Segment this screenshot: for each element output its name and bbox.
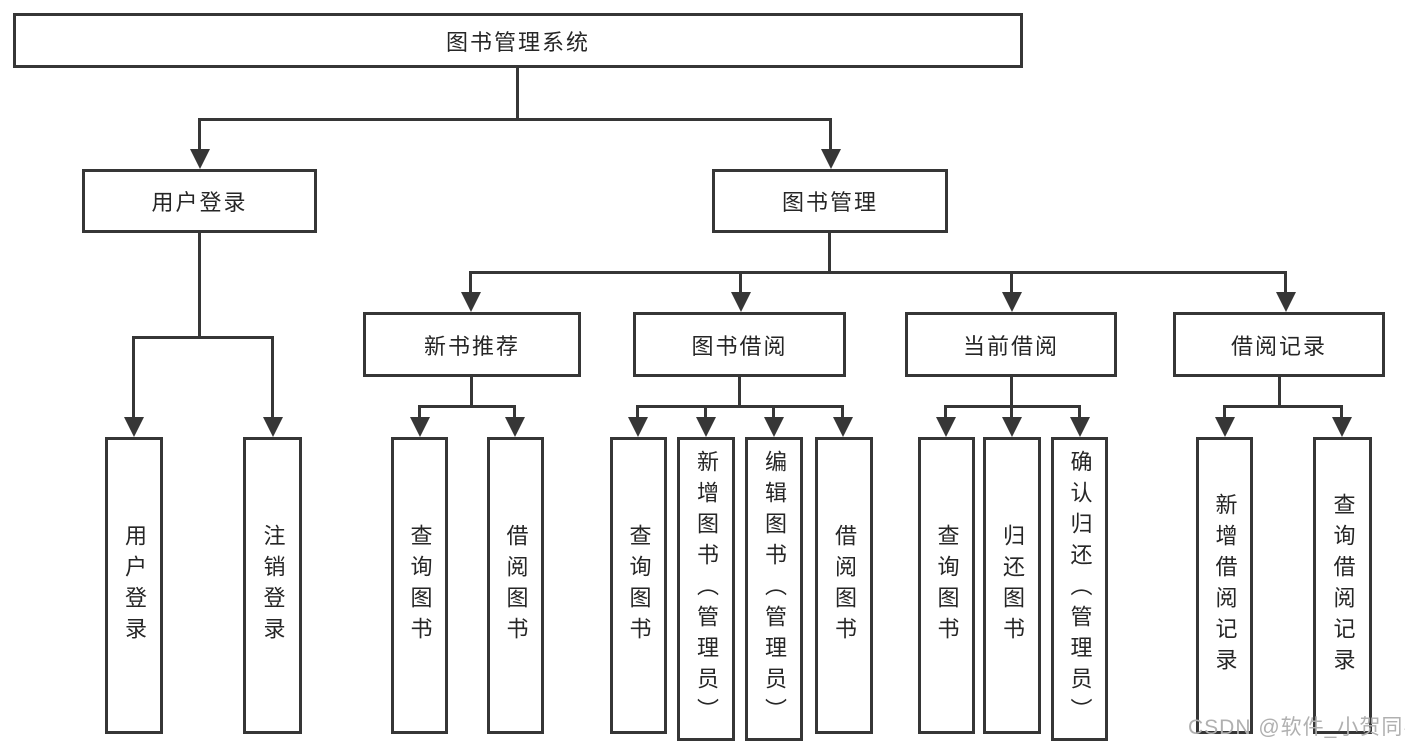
line-segment bbox=[132, 336, 135, 417]
line-segment bbox=[469, 271, 472, 292]
line-segment bbox=[738, 377, 741, 405]
line-segment bbox=[944, 405, 947, 417]
arrow-down-icon bbox=[628, 417, 648, 437]
arrow-down-icon bbox=[124, 417, 144, 437]
leaf-borrow-books-recommend: 借阅图书 bbox=[487, 437, 544, 734]
line-segment bbox=[418, 405, 516, 408]
node-library-management-system: 图书管理系统 bbox=[13, 13, 1023, 68]
node-book-borrowing: 图书借阅 bbox=[633, 312, 846, 377]
arrow-down-icon bbox=[1276, 292, 1296, 312]
leaf-add-borrow-record: 新增借阅记录 bbox=[1196, 437, 1253, 734]
leaf-edit-book-admin: 编辑图书（管理员） bbox=[745, 437, 803, 741]
line-segment bbox=[636, 405, 639, 417]
arrow-down-icon bbox=[1215, 417, 1235, 437]
arrow-down-icon bbox=[936, 417, 956, 437]
node-new-book-recommend: 新书推荐 bbox=[363, 312, 581, 377]
line-segment bbox=[469, 271, 1287, 274]
line-segment bbox=[1340, 405, 1343, 417]
arrow-down-icon bbox=[696, 417, 716, 437]
line-segment bbox=[513, 405, 516, 417]
line-segment bbox=[1284, 271, 1287, 292]
arrow-down-icon bbox=[1002, 292, 1022, 312]
arrow-down-icon bbox=[1002, 417, 1022, 437]
leaf-add-book-admin: 新增图书（管理员） bbox=[677, 437, 735, 741]
line-segment bbox=[1010, 377, 1013, 405]
leaf-logout: 注销登录 bbox=[243, 437, 302, 734]
arrow-down-icon bbox=[263, 417, 283, 437]
line-segment bbox=[1223, 405, 1226, 417]
line-segment bbox=[704, 405, 707, 417]
line-segment bbox=[1223, 405, 1343, 408]
line-segment bbox=[470, 377, 473, 405]
line-segment bbox=[1010, 405, 1013, 417]
arrow-down-icon bbox=[764, 417, 784, 437]
leaf-query-books-recommend: 查询图书 bbox=[391, 437, 448, 734]
line-segment bbox=[828, 233, 831, 271]
line-segment bbox=[1010, 271, 1013, 292]
leaf-confirm-return-admin: 确认归还（管理员） bbox=[1051, 437, 1108, 741]
watermark: CSDN @软件_小贺同学 bbox=[1188, 716, 1405, 739]
line-segment bbox=[418, 405, 421, 417]
line-segment bbox=[1278, 377, 1281, 405]
arrow-down-icon bbox=[821, 149, 841, 169]
line-segment bbox=[198, 118, 832, 121]
leaf-query-books-current: 查询图书 bbox=[918, 437, 975, 734]
line-segment bbox=[636, 405, 844, 408]
line-segment bbox=[198, 233, 201, 336]
arrow-down-icon bbox=[1070, 417, 1090, 437]
arrow-down-icon bbox=[410, 417, 430, 437]
line-segment bbox=[772, 405, 775, 417]
node-borrowing-records: 借阅记录 bbox=[1173, 312, 1385, 377]
arrow-down-icon bbox=[833, 417, 853, 437]
line-segment bbox=[516, 68, 519, 118]
leaf-query-books-borrowing: 查询图书 bbox=[610, 437, 667, 734]
node-current-borrowing: 当前借阅 bbox=[905, 312, 1117, 377]
arrow-down-icon bbox=[190, 149, 210, 169]
line-segment bbox=[739, 271, 742, 292]
node-book-management: 图书管理 bbox=[712, 169, 948, 233]
line-segment bbox=[1078, 405, 1081, 417]
leaf-user-login: 用户登录 bbox=[105, 437, 163, 734]
line-segment bbox=[132, 336, 274, 339]
leaf-query-borrow-record: 查询借阅记录 bbox=[1313, 437, 1372, 734]
line-segment bbox=[198, 118, 201, 149]
node-user-login: 用户登录 bbox=[82, 169, 317, 233]
arrow-down-icon bbox=[731, 292, 751, 312]
line-segment bbox=[271, 336, 274, 417]
arrow-down-icon bbox=[505, 417, 525, 437]
leaf-borrow-books-borrowing: 借阅图书 bbox=[815, 437, 873, 734]
line-segment bbox=[841, 405, 844, 417]
leaf-return-book: 归还图书 bbox=[983, 437, 1041, 734]
line-segment bbox=[829, 118, 832, 149]
arrow-down-icon bbox=[461, 292, 481, 312]
arrow-down-icon bbox=[1332, 417, 1352, 437]
